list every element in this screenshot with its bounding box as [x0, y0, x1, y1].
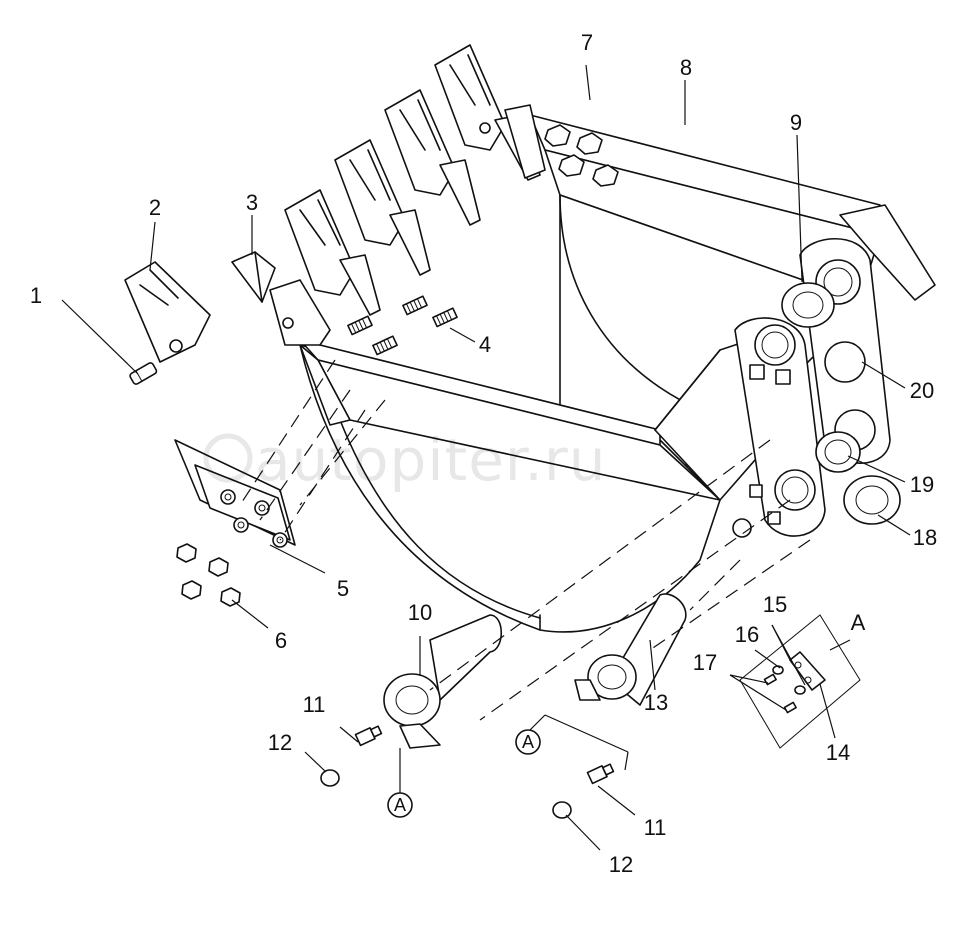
- callout-18: 18: [913, 525, 937, 550]
- pin-13: [574, 593, 687, 706]
- callout-2: 2: [149, 195, 161, 220]
- tooth-bolts: [347, 295, 458, 356]
- callout-11-second: 11: [644, 815, 667, 840]
- plate-bolts: [544, 124, 619, 187]
- callout-9: 9: [790, 110, 802, 135]
- side-cutter: [174, 439, 296, 548]
- callout-19: 19: [910, 472, 934, 497]
- svg-text:A: A: [522, 732, 534, 752]
- nuts: [176, 543, 241, 607]
- watermark: autopiter.ru: [203, 426, 606, 494]
- callout-14: 14: [826, 740, 850, 765]
- callout-12-second: 12: [609, 852, 633, 877]
- callout-5: 5: [337, 576, 349, 601]
- callout-15: 15: [763, 592, 787, 617]
- callout-20: 20: [910, 378, 934, 403]
- section-label-a: A: [851, 610, 866, 635]
- callout-12: 12: [268, 730, 292, 755]
- callout-8: 8: [680, 55, 692, 80]
- pin-10: [383, 614, 502, 749]
- loose-tooth: [124, 261, 211, 385]
- callout-13: 13: [644, 690, 668, 715]
- callout-17: 17: [693, 650, 717, 675]
- callout-11: 11: [303, 692, 326, 717]
- assembly-lines: [239, 359, 811, 721]
- callout-6: 6: [275, 628, 287, 653]
- reference-circle-a-2: A: [515, 729, 541, 755]
- svg-text:autopiter.ru: autopiter.ru: [255, 426, 606, 494]
- detail-a-box: [739, 614, 861, 749]
- callout-7: 7: [581, 30, 593, 55]
- callout-4: 4: [479, 332, 491, 357]
- grease-fittings: [320, 725, 615, 819]
- reference-circle-a-1: A: [387, 792, 413, 818]
- callout-16: 16: [735, 622, 759, 647]
- callout-1: 1: [30, 283, 42, 308]
- callout-3: 3: [246, 190, 258, 215]
- callout-numbers: 1 2 3 4 5 6 7 8 9 10 11 12 13 14 15 16 1…: [30, 30, 937, 877]
- svg-text:A: A: [394, 795, 406, 815]
- leader-lines: [61, 64, 911, 851]
- teeth-row: [269, 44, 546, 346]
- washers: [781, 282, 901, 525]
- callout-10: 10: [408, 600, 432, 625]
- wedge-part: [231, 251, 276, 303]
